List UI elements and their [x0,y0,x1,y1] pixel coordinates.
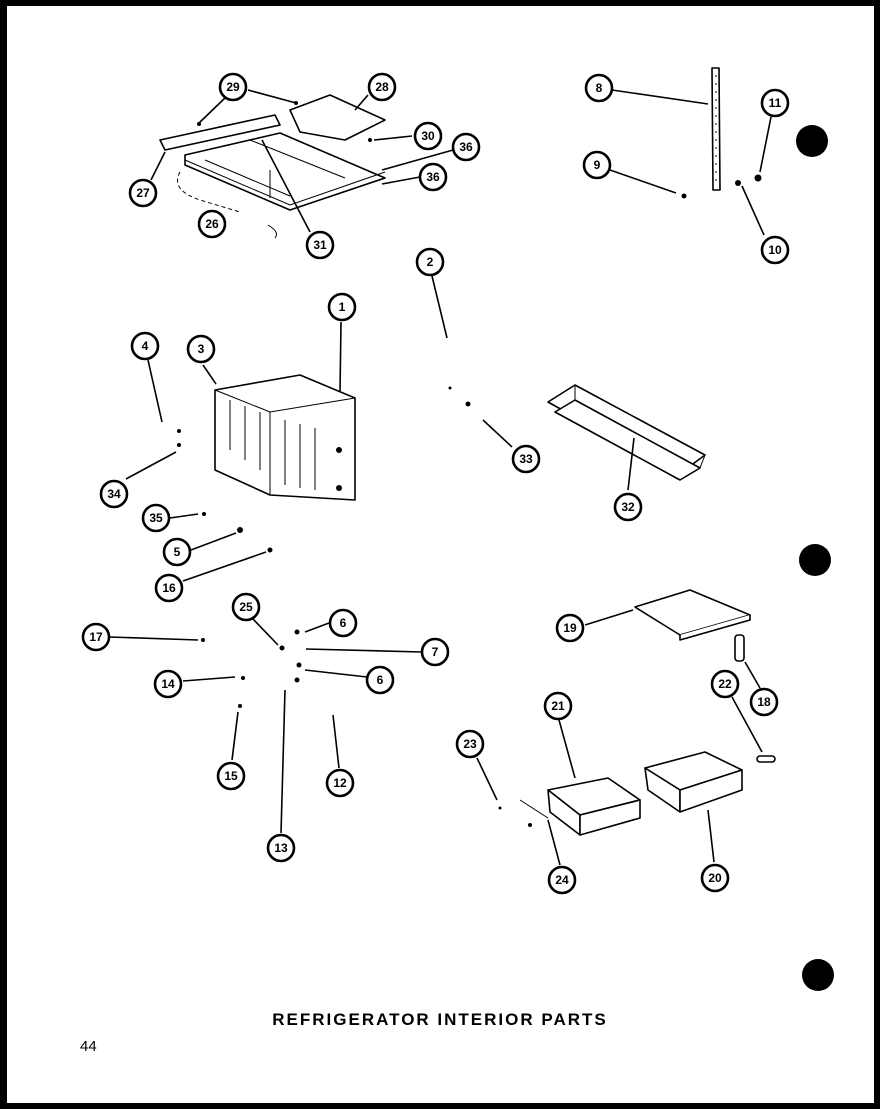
cooling-unit-drawing [177,374,471,553]
callout-12: 12 [325,768,355,798]
callout-label: 18 [757,695,771,709]
callout-31: 31 [305,230,335,260]
registration-dot [796,125,828,157]
callout-17: 17 [81,622,111,652]
callout-label: 25 [239,600,253,614]
callout-10: 10 [760,235,790,265]
callout-label: 30 [421,129,435,143]
callout-label: 7 [432,645,439,659]
callout-11: 11 [760,88,790,118]
callout-label: 26 [205,217,219,231]
callout-32: 32 [613,492,643,522]
callout-label: 14 [161,677,175,691]
callout-14: 14 [153,669,183,699]
callout-label: 6 [377,673,384,687]
callout-25: 25 [231,592,261,622]
callout-35: 36 [418,162,448,192]
callout-label: 35 [149,511,163,525]
callout-1: 1 [327,292,357,322]
callout-23: 23 [455,729,485,759]
callout-34: 35 [141,503,171,533]
callout-28: 28 [367,72,397,102]
callout-7: 7 [420,637,450,667]
callout-label: 36 [459,140,473,154]
callout-label: 3 [198,342,205,356]
callout-label: 32 [621,500,635,514]
callout-4: 4 [130,331,160,361]
callout-label: 22 [718,677,732,691]
callout-13: 13 [266,833,296,863]
hardware-cluster-drawing [201,629,302,708]
callout-15: 15 [216,761,246,791]
callout-label: 33 [519,452,533,466]
callout-label: 13 [274,841,288,855]
callout-3: 3 [186,334,216,364]
shelf-assembly-drawing [159,94,386,239]
callout-33: 33 [511,444,541,474]
callout-label: 27 [136,186,150,200]
callout-label: 31 [313,238,327,252]
callout-21: 21 [543,691,573,721]
callout-27: 27 [128,178,158,208]
callout-6: 6 [328,608,358,638]
callout-16: 16 [154,573,184,603]
callout-label: 4 [142,339,149,353]
callout-label: 8 [596,81,603,95]
callout-label: 29 [226,80,240,94]
callout-label: 28 [375,80,389,94]
callout-label: 12 [333,776,347,790]
callout-label: 24 [555,873,569,887]
leader-lines [109,89,772,866]
callout-label: 9 [594,158,601,172]
callout-label: 21 [551,699,565,713]
callout-label: 6 [340,616,347,630]
callout-label: 23 [463,737,477,751]
callout-label: 2 [427,255,434,269]
callout-label: 36 [426,170,440,184]
callout-30: 30 [413,121,443,151]
callout-label: 34 [107,487,121,501]
shelf-rail-drawing [681,67,762,199]
registration-dot [802,959,834,991]
callout-24: 24 [547,865,577,895]
callout-33: 34 [99,479,129,509]
crisper-pans-drawing [498,751,776,836]
page-number: 44 [80,1038,97,1055]
callout-label: 19 [563,621,577,635]
callout-6: 6 [365,665,395,695]
callout-label: 15 [224,769,238,783]
channel-drawing [547,384,706,481]
callout-22: 22 [710,669,740,699]
callout-2: 2 [415,247,445,277]
callout-9: 9 [582,150,612,180]
registration-dot [799,544,831,576]
shelf-panel-drawing [634,589,751,662]
callout-label: 10 [768,243,782,257]
callout-20: 20 [700,863,730,893]
callout-26: 26 [197,209,227,239]
callout-29: 29 [218,72,248,102]
callout-5: 5 [162,537,192,567]
callout-label: 17 [89,630,103,644]
callout-19: 19 [555,613,585,643]
callout-18: 18 [749,687,779,717]
callout-label: 5 [174,545,181,559]
callout-label: 16 [162,581,176,595]
callout-8: 8 [584,73,614,103]
callout-label: 20 [708,871,722,885]
callout-label: 11 [769,96,782,110]
callout-36: 36 [451,132,481,162]
page-title: REFRIGERATOR INTERIOR PARTS [272,1010,608,1029]
callout-label: 1 [339,300,346,314]
